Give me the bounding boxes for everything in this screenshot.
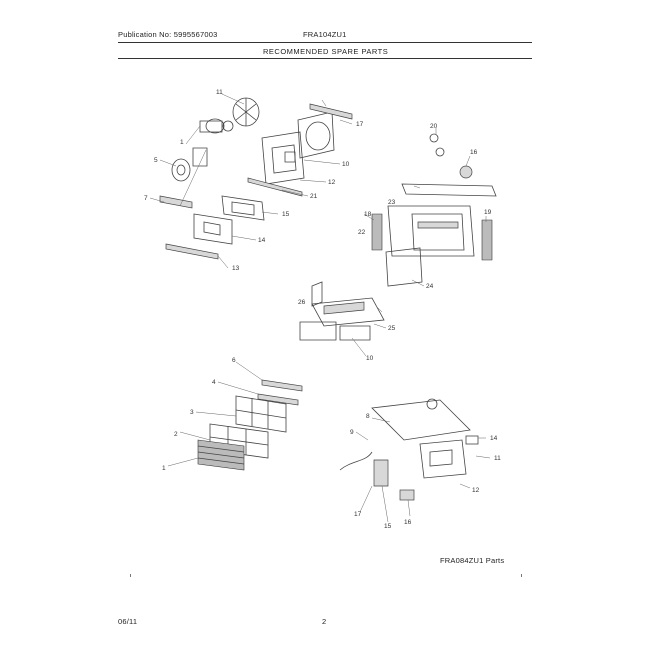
filter-panel [385,247,423,287]
side-panel-left [371,213,383,251]
footer-page-number: 2 [322,617,327,626]
intake-grille [197,439,245,471]
cabinet-top [401,183,497,197]
control-housing [371,398,471,441]
callout-25: 25 [388,325,396,332]
callout-8: 8 [366,413,370,420]
top-rail [309,103,353,120]
callout-18: 18 [364,211,372,218]
wire-harness [339,451,389,487]
diagram-caption: FRA084ZU1 Parts [440,556,505,565]
model-number: FRA104ZU1 [303,30,347,39]
header-rule-top [118,42,532,43]
compressor-base [299,297,385,341]
knob-set [429,133,473,179]
callout-11: 11 [216,89,223,96]
control-bracket [311,281,323,307]
fan-blade [232,97,260,127]
callout-11b: 11 [494,455,501,462]
condenser-panel [297,111,335,159]
lower-strip [165,243,219,260]
evaporator-housing [221,195,265,221]
callout-2: 2 [174,431,178,438]
side-panel-right [481,219,493,261]
capacitor [399,489,415,501]
callout-23: 23 [388,199,396,206]
callout-16b: 16 [404,519,412,526]
control-board [419,439,467,479]
callout-15b: 15 [384,523,392,530]
leader-lines [149,93,491,523]
callout-16: 16 [470,149,478,156]
callout-19: 19 [484,209,492,216]
mounting-strip [247,177,303,197]
callout-20: 20 [430,123,438,130]
base-duct [193,213,233,245]
callout-14b: 14 [490,435,498,442]
side-bracket [159,195,193,209]
corner-tick-right [521,574,522,577]
callout-4: 4 [212,379,216,386]
callout-10b: 10 [366,355,374,362]
callout-22: 22 [358,229,366,236]
callout-12: 12 [328,179,336,186]
callout-10: 10 [342,161,350,168]
callout-14: 14 [258,237,266,244]
blower-wheel [171,158,191,182]
louver-bar [257,379,303,406]
shroud-frame [261,131,305,185]
callout-7: 7 [144,195,148,202]
footer-date: 06/11 [118,617,138,626]
front-grid-upper [235,395,287,433]
cabinet-sleeve [387,205,475,257]
section-title: RECOMMENDED SPARE PARTS [263,47,389,56]
callout-1: 1 [180,139,184,146]
switch [465,435,479,445]
callout-24: 24 [426,283,434,290]
callout-26: 26 [298,299,306,306]
callout-12b: 12 [472,487,480,494]
corner-tick-left [130,574,131,577]
callout-13: 13 [232,265,240,272]
callout-5: 5 [154,157,158,164]
motor-assembly [199,118,234,134]
callout-15: 15 [282,211,290,218]
motor-bracket [192,147,208,167]
callout-1b: 1 [162,465,166,472]
header-rule-bottom [118,58,532,59]
callout-numbers: 11 1 5 7 17 10 12 21 15 14 13 20 16 23 1… [144,89,501,530]
callout-17b: 17 [354,511,362,518]
callout-3: 3 [190,409,194,416]
publication-number: Publication No: 5995567003 [118,30,218,39]
callout-9: 9 [350,429,354,436]
callout-21: 21 [310,193,318,200]
callout-6: 6 [232,357,236,364]
callout-17: 17 [356,121,364,128]
